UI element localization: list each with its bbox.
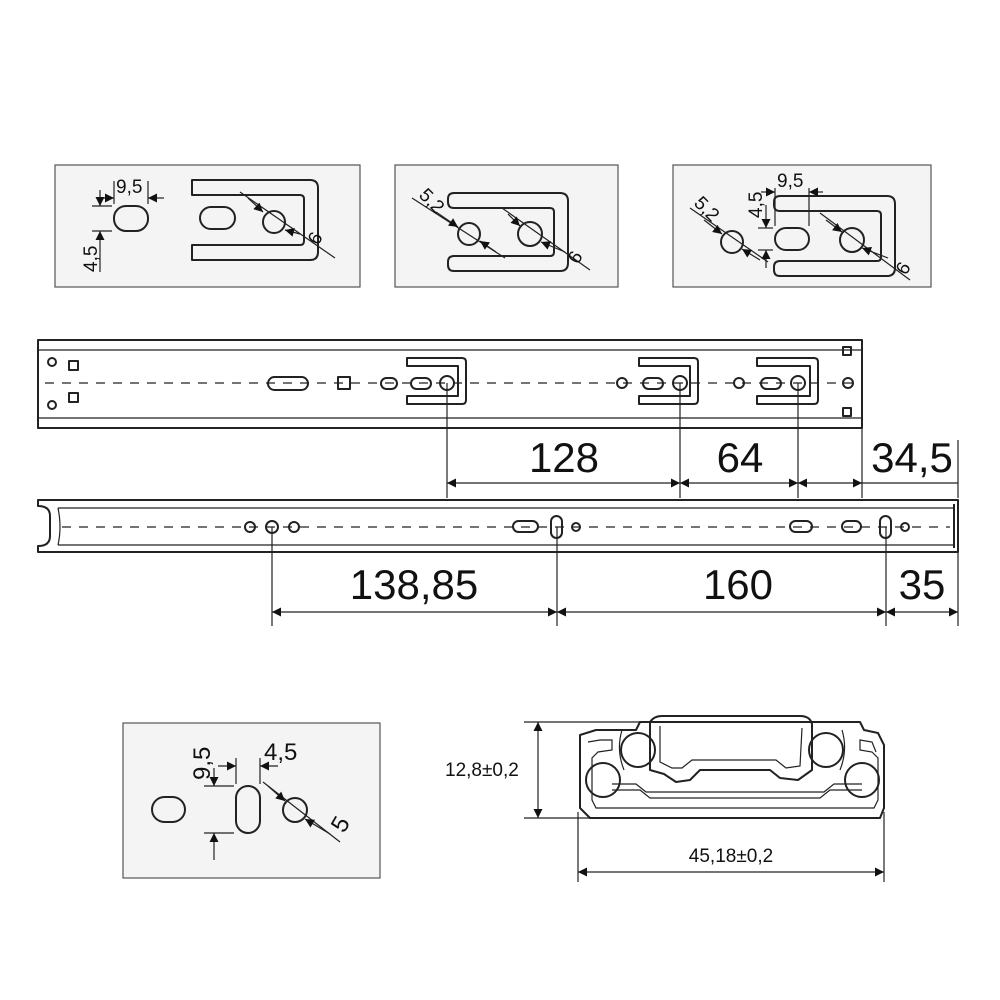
- detail-top-left: 9,5 4,5 6: [54, 164, 361, 288]
- dimension-160: 160: [703, 561, 773, 608]
- slot-hole: [841, 520, 862, 533]
- u-bracket: [756, 357, 819, 405]
- dimension-128: 128: [529, 434, 599, 481]
- pin-hole: [47, 400, 57, 410]
- width-label: 9,5: [777, 171, 803, 192]
- dimension-138-85: 138,85: [350, 561, 478, 608]
- cross-section: 12,8±0,2 45,18±0,2: [445, 715, 885, 882]
- slot-hole: [410, 377, 432, 390]
- vertical-slot: [235, 785, 261, 834]
- detail-panel: [394, 164, 619, 288]
- lower-rail: 138,85 160 35: [37, 499, 959, 626]
- slot-hole: [760, 377, 782, 390]
- slot-hole: [380, 377, 398, 390]
- inner-profile: [649, 715, 813, 783]
- dimension-64: 64: [717, 434, 764, 481]
- width-label: 4,5: [264, 739, 297, 766]
- slot-hole: [113, 205, 149, 232]
- width-label: 45,18±0,2: [689, 846, 773, 867]
- detail-top-right: 5,2 4,5 9,5 6: [672, 164, 932, 288]
- u-bracket: [638, 357, 699, 405]
- u-bracket: [447, 192, 569, 272]
- rail-outline: [37, 499, 959, 553]
- pin-hole: [733, 377, 745, 389]
- pin-hole: [616, 377, 628, 389]
- detail-top-mid: 5,2 6: [394, 164, 619, 288]
- u-bracket: [406, 357, 467, 405]
- square-hole: [842, 407, 852, 417]
- round-hole: [720, 230, 744, 254]
- u-bracket: [191, 179, 319, 261]
- ball-bearing: [844, 762, 880, 798]
- pin-hole: [47, 357, 57, 367]
- detail-panel: [122, 722, 381, 879]
- round-hole: [839, 227, 865, 253]
- height-label: 4,5: [81, 246, 102, 272]
- round-hole: [457, 222, 481, 246]
- pin-hole: [900, 522, 910, 532]
- square-hole: [337, 376, 351, 390]
- slot-hole: [151, 796, 186, 823]
- ball-bearing: [620, 732, 656, 768]
- ball-bearing: [585, 762, 621, 798]
- width-label: 9,5: [116, 177, 142, 198]
- square-hole: [68, 392, 79, 403]
- square-hole: [842, 346, 852, 356]
- slot-hole: [267, 376, 309, 391]
- slot-hole: [789, 520, 813, 533]
- round-hole: [517, 221, 543, 247]
- rail-outline: [37, 339, 863, 429]
- pin-hole: [842, 377, 854, 389]
- round-hole: [282, 797, 308, 823]
- height-label: 4,5: [746, 192, 767, 218]
- pin-hole: [288, 521, 300, 533]
- pin-hole: [244, 521, 256, 533]
- slot-hole: [512, 520, 539, 533]
- square-hole: [68, 360, 79, 371]
- upper-rail: 128 64 34,5: [37, 339, 959, 498]
- slot-hole: [199, 206, 236, 230]
- height-label: 12,8±0,2: [445, 760, 519, 781]
- pin-hole: [571, 522, 581, 532]
- slot-hole: [774, 227, 810, 251]
- slot-hole: [642, 377, 664, 390]
- detail-panel: [54, 164, 361, 288]
- height-label: 9,5: [189, 747, 216, 780]
- dimension-35: 35: [899, 561, 946, 608]
- round-hole: [262, 210, 286, 234]
- dimension-34-5: 34,5: [871, 434, 953, 481]
- ball-bearing: [808, 732, 844, 768]
- detail-bottom: 9,5 4,5 5: [122, 722, 381, 879]
